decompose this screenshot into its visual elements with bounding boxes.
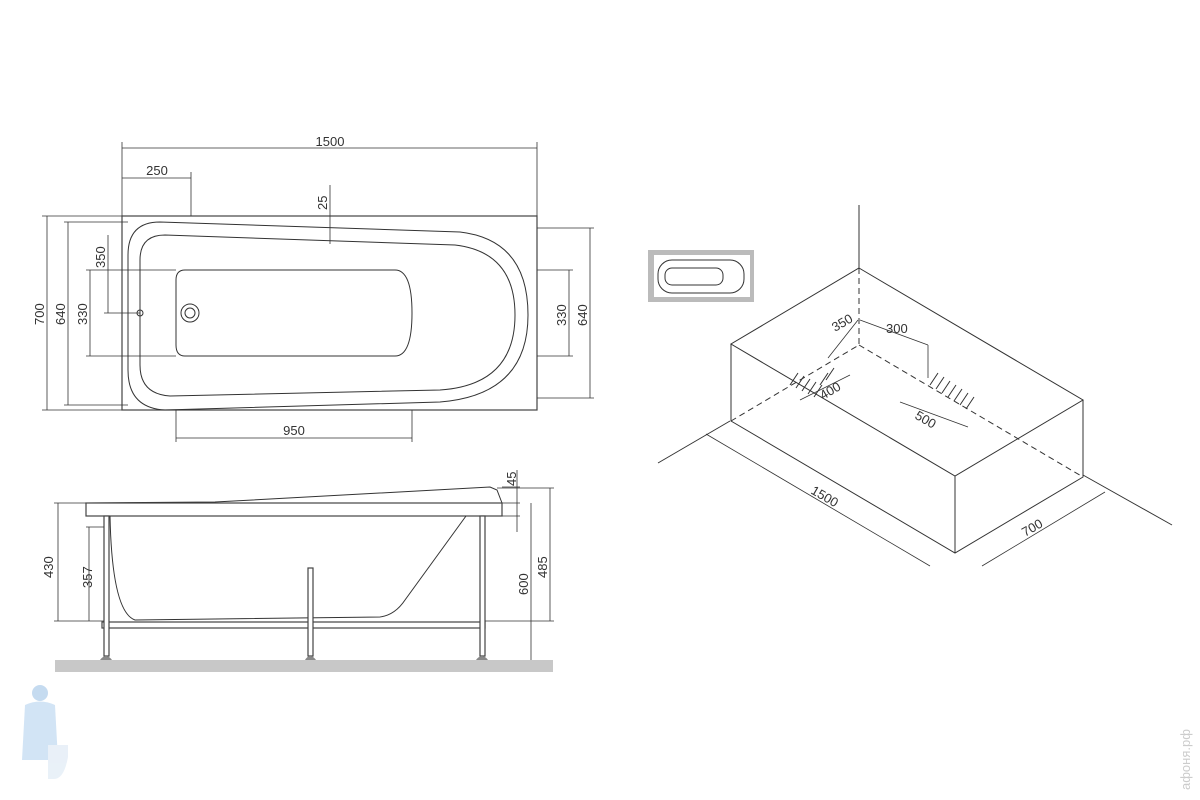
iso-view: 350 300 400 500 1500 700 [648,205,1173,567]
dim-330-right: 330 [554,304,569,326]
dim-250: 250 [146,163,168,178]
dim-350: 350 [93,246,108,268]
dim-950: 950 [283,423,305,438]
top-view: 1500 250 25 950 700 640 350 330 330 640 [32,134,594,442]
iso-dim-1500: 1500 [809,483,842,510]
side-view: 430 357 45 600 485 [41,470,554,672]
dim-1500: 1500 [316,134,345,149]
dim-25: 25 [315,196,330,210]
iso-dim-500: 500 [913,408,939,432]
dim-357: 357 [80,566,95,588]
dim-700: 700 [32,303,47,325]
dim-640-right: 640 [575,304,590,326]
iso-dim-350: 350 [829,311,855,335]
plumber-logo [22,685,68,779]
iso-dim-400: 400 [817,379,843,403]
floor [55,660,553,672]
iso-dim-700: 700 [1019,516,1045,540]
dim-330-left: 330 [75,303,90,325]
dim-430: 430 [41,556,56,578]
dim-45: 45 [504,472,519,486]
dim-640-left: 640 [53,303,68,325]
iso-dim-300: 300 [886,321,908,336]
dim-485: 485 [535,556,550,578]
watermark: афоня.рф [1178,729,1193,790]
dim-600: 600 [516,573,531,595]
